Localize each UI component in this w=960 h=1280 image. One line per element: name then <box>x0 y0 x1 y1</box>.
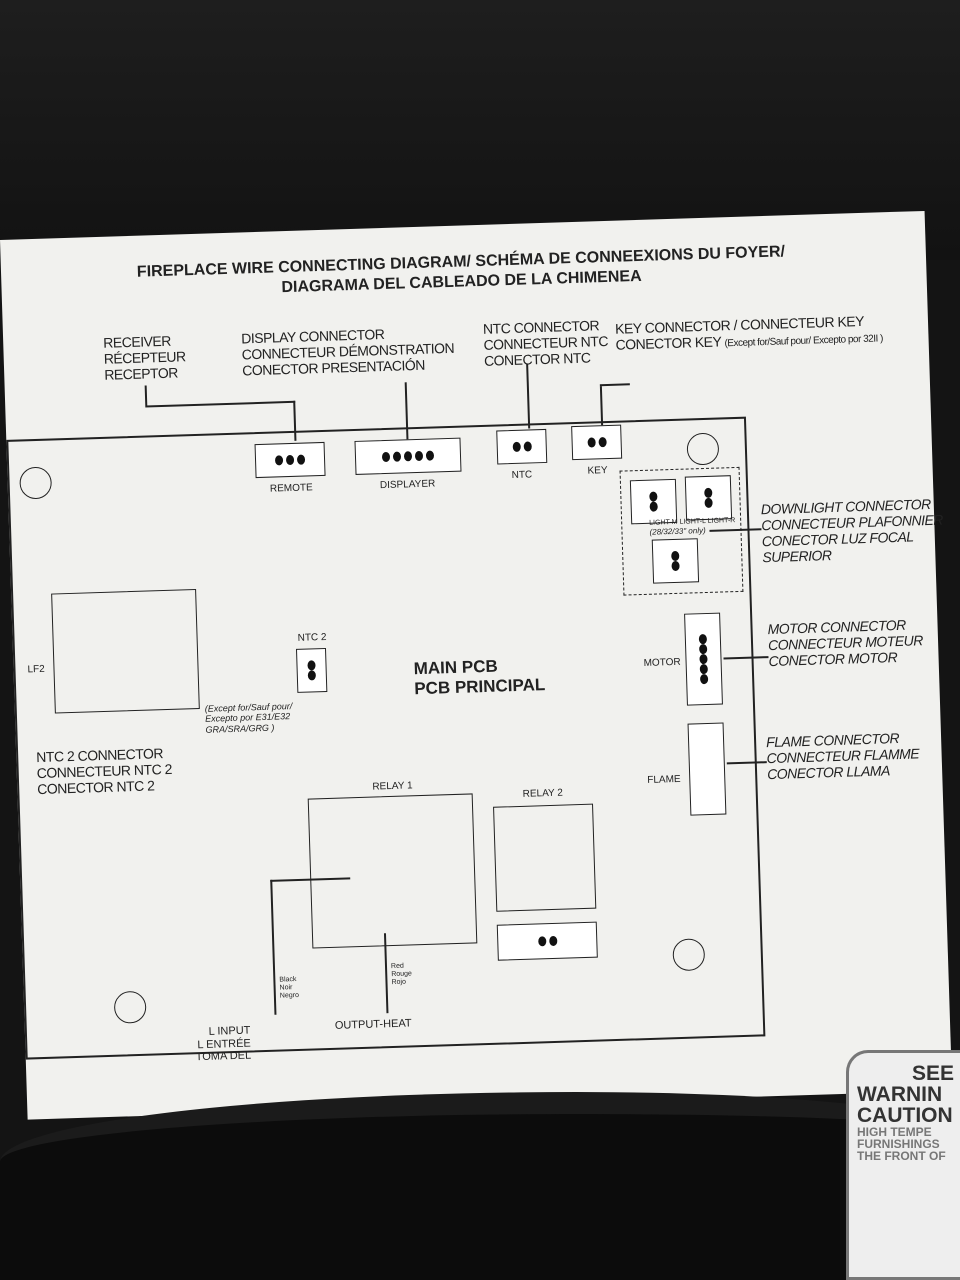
relay2-label: RELAY 2 <box>522 787 564 800</box>
relay1-label: RELAY 1 <box>372 780 413 793</box>
motor-connector <box>684 612 723 706</box>
key-label: KEY <box>587 465 608 477</box>
warning-sticker: SEE WARNIN CAUTION HIGH TEMPE FURNISHING… <box>846 1050 960 1280</box>
displayer-label: DISPLAYER <box>379 478 436 492</box>
wiring-diagram-sheet: FIREPLACE WIRE CONNECTING DIAGRAM/ SCHÉM… <box>0 210 953 1120</box>
light-l-connector <box>684 475 733 521</box>
ntc2-note: (Except for/Sauf pour/Excepto por E31/E3… <box>204 701 293 735</box>
power-cable <box>0 1092 960 1280</box>
ntc2-board-label: NTC 2 <box>297 631 327 644</box>
ntc-connector <box>496 428 548 465</box>
ntc-label: NTC <box>511 469 533 482</box>
motor-board-label: MOTOR <box>643 656 681 669</box>
flame-board-label: FLAME <box>647 773 681 786</box>
ntc2-connector <box>295 647 328 693</box>
output-terminal <box>496 921 598 961</box>
displayer-connector <box>354 437 462 475</box>
remote-label: REMOTE <box>269 482 313 495</box>
light-m-connector <box>629 478 678 525</box>
relay-2 <box>493 803 597 912</box>
light-r-connector <box>651 538 700 584</box>
remote-connector <box>254 441 326 479</box>
lf2-label: LF2 <box>27 663 45 676</box>
output-heat-label: OUTPUT-HEAT <box>334 1017 412 1032</box>
key-connector <box>571 424 623 461</box>
downlight-note: (28/32/33" only) <box>649 525 706 537</box>
relay-1 <box>307 793 478 949</box>
lf2-component <box>51 589 200 714</box>
flame-connector <box>687 722 727 816</box>
